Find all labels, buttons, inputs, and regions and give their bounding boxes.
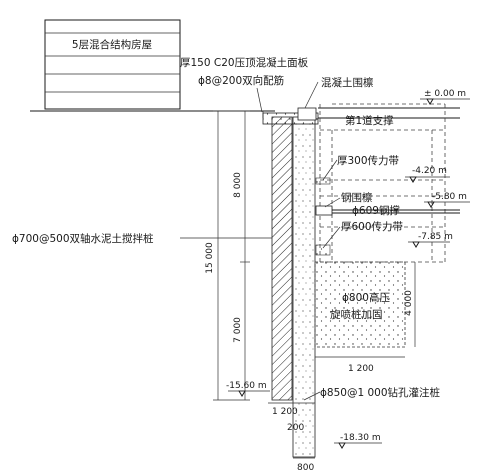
dim-1200-jet: 1 200: [348, 364, 374, 374]
label-steel-waler: 钢围檩: [341, 191, 373, 204]
band-600: [315, 244, 331, 256]
elev-18-30: -18.30 m: [340, 433, 381, 443]
label-band-300: 厚300传力带: [337, 154, 399, 167]
label-top-slab-1: 厚150 C20压顶混凝土面板: [180, 56, 309, 69]
building: 5层混合结构房屋: [44, 19, 181, 110]
dim-8000: 8 000: [233, 172, 243, 198]
label-top-slab-2: ϕ8@200双向配筋: [198, 74, 284, 87]
elev-5-80: -5.80 m: [432, 192, 467, 202]
dim-7000: 7 000: [233, 317, 243, 343]
elev-0: ± 0.00 m: [424, 89, 466, 99]
label-strut-609: ϕ609钢撑: [352, 204, 400, 217]
bored-pile: [292, 116, 316, 458]
elev-7-85: -7.85 m: [418, 232, 453, 242]
label-mixing-pile: ϕ700@500双轴水泥土搅拌桩: [12, 232, 154, 245]
label-jet-1: ϕ800高压: [342, 291, 390, 304]
label-band-600: 厚600传力带: [341, 220, 403, 233]
mixing-pile-wall: [271, 116, 293, 401]
dim-800: 800: [297, 463, 314, 473]
dim-1200-bottom: 1 200: [272, 407, 298, 417]
label-concrete-waler: 混凝土围檩: [321, 76, 374, 89]
dim-200: 200: [287, 423, 304, 433]
dim-15000: 15 000: [205, 242, 215, 274]
label-jet-2: 旋喷桩加固: [330, 308, 383, 321]
elevation-marks: ± 0.00 m -4.20 m -5.80 m -7.85 m -15.60 …: [226, 89, 470, 449]
dim-4000: 4 000: [404, 290, 414, 316]
label-bored-pile: ϕ850@1 000钻孔灌注桩: [320, 386, 441, 399]
elev-15-60: -15.60 m: [226, 381, 267, 391]
steel-waler: [315, 205, 333, 216]
band-300: [315, 177, 331, 185]
label-strut-1: 第1道支撑: [345, 114, 394, 127]
jet-grout-block: [314, 261, 406, 348]
building-label: 5层混合结构房屋: [72, 38, 152, 51]
elev-4-20: -4.20 m: [412, 166, 447, 176]
left-dimensions: 8 000 15 000 7 000: [205, 110, 250, 401]
